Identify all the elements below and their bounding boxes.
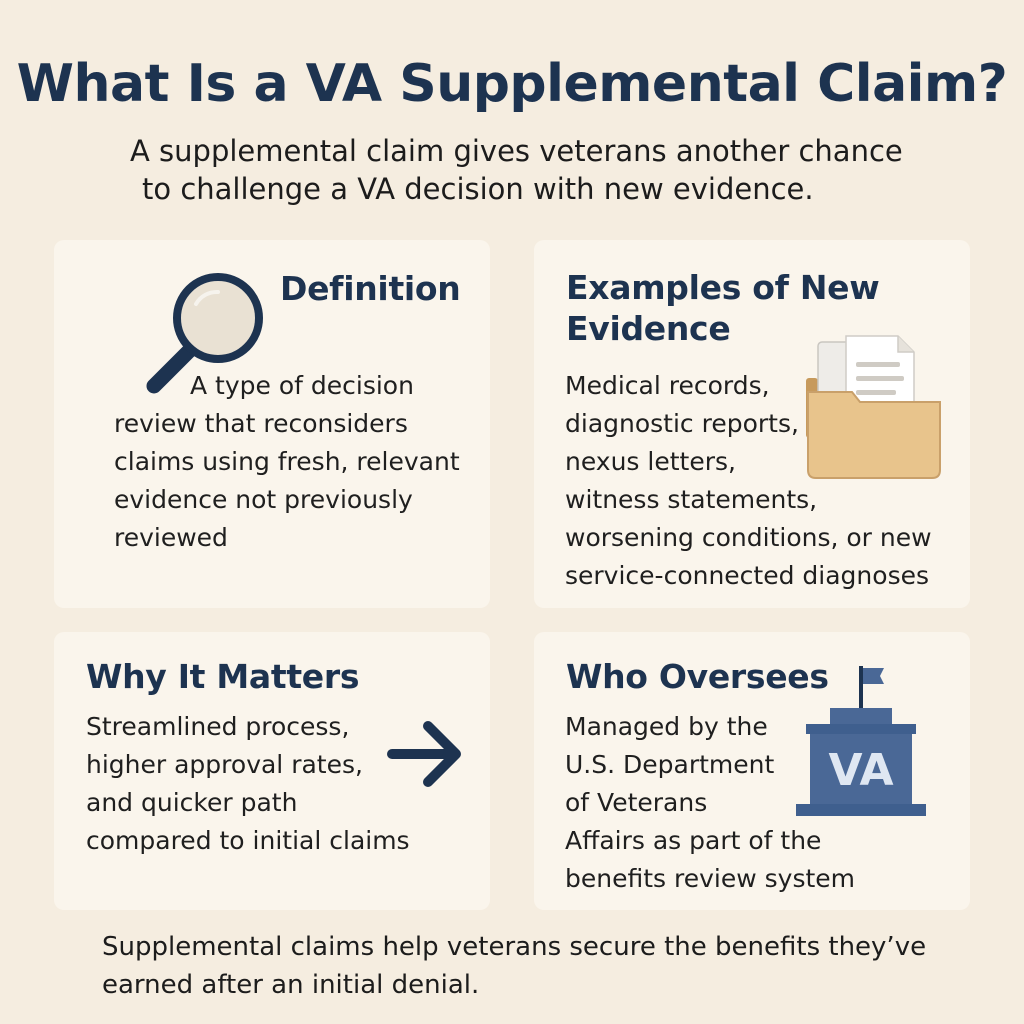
va-building-icon: VA <box>796 666 926 816</box>
examples-line: worsening conditions, or new <box>565 523 932 552</box>
examples-line: nexus letters, <box>565 447 736 476</box>
folder-documents-icon <box>806 335 941 479</box>
examples-line: Medical records, <box>565 371 770 400</box>
who-title: Who Oversees <box>566 657 829 696</box>
footer-text: Supplemental claims help veterans secure… <box>102 928 982 1004</box>
definition-line: A type of decision <box>190 371 414 400</box>
va-building-label: VA <box>828 745 893 796</box>
examples-card: Examples of New Evidence Medical records… <box>534 240 970 608</box>
definition-line: reviewed <box>114 523 228 552</box>
subtitle-line: A supplemental claim gives veterans anot… <box>130 134 903 168</box>
why-it-matters-card: Why It Matters Streamlined process, high… <box>54 632 490 910</box>
footer-line: earned after an initial denial. <box>102 970 480 1000</box>
why-line: Streamlined process, <box>86 712 350 741</box>
who-body: Managed by the U.S. Department of Vetera… <box>565 708 855 898</box>
examples-body: Medical records, diagnostic reports, nex… <box>565 367 932 595</box>
definition-card: Definition A type of decision review tha… <box>54 240 490 608</box>
why-line: higher approval rates, <box>86 750 363 779</box>
subtitle-line: to challenge a VA decision with new evid… <box>142 172 814 206</box>
who-line: U.S. Department <box>565 750 775 779</box>
examples-line: diagnostic reports, <box>565 409 799 438</box>
arrow-right-icon <box>387 721 461 787</box>
definition-body: A type of decision review that reconside… <box>114 367 460 557</box>
who-line: benefits review system <box>565 864 856 893</box>
magnifying-glass-icon <box>146 273 263 394</box>
definition-line: review that reconsiders <box>114 409 408 438</box>
examples-title-line: Evidence <box>566 309 731 348</box>
footer-line: Supplemental claims help veterans secure… <box>102 932 927 962</box>
why-line: compared to initial claims <box>86 826 410 855</box>
who-oversees-card: Who Oversees Managed by the U.S. Departm… <box>534 632 970 910</box>
examples-line: service-connected diagnoses <box>565 561 930 590</box>
definition-line: evidence not previously <box>114 485 413 514</box>
examples-title: Examples of New Evidence <box>566 267 880 349</box>
page-title: What Is a VA Supplemental Claim? <box>16 54 1008 114</box>
page-subtitle: A supplemental claim gives veterans anot… <box>130 132 950 208</box>
why-line: and quicker path <box>86 788 298 817</box>
why-title: Why It Matters <box>86 657 360 696</box>
examples-line: witness statements, <box>565 485 818 514</box>
who-line: Managed by the <box>565 712 768 741</box>
examples-title-line: Examples of New <box>566 268 880 307</box>
why-body: Streamlined process, higher approval rat… <box>86 708 410 860</box>
definition-line: claims using fresh, relevant <box>114 447 460 476</box>
definition-title: Definition <box>280 269 461 308</box>
who-line: Affairs as part of the <box>565 826 822 855</box>
who-line: of Veterans <box>565 788 708 817</box>
